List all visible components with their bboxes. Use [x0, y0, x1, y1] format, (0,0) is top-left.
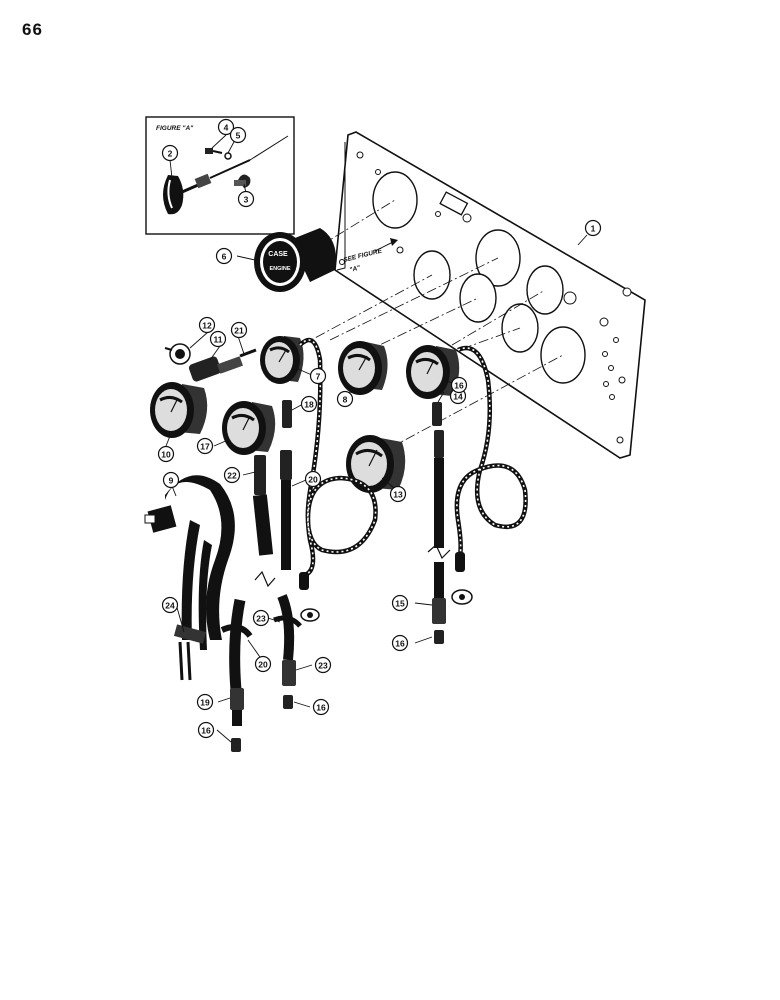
- callout-label: 3: [244, 195, 249, 205]
- callout-label: 2: [168, 149, 173, 159]
- callout-18: 18: [300, 395, 318, 413]
- callout-label: 23: [318, 661, 328, 671]
- callout-13: 13: [389, 485, 407, 503]
- callout-label: 6: [222, 252, 227, 262]
- knob-icon: [163, 175, 184, 215]
- hour-meter: CASE ENGINE: [254, 228, 336, 292]
- switch-assembly: [164, 343, 257, 382]
- callout-6: 6: [215, 247, 233, 265]
- callout-20: 20: [254, 655, 272, 673]
- hose-20-upper: [280, 400, 292, 570]
- callout-label: 16: [316, 703, 326, 713]
- callout-16: 16: [450, 376, 468, 394]
- callout-label: 16: [395, 639, 405, 649]
- callout-label: 16: [454, 381, 464, 391]
- callout-16: 16: [197, 721, 215, 739]
- callout-label: 21: [234, 326, 244, 336]
- callout-label: 11: [214, 335, 223, 345]
- callout-label: 4: [224, 123, 229, 133]
- hose-15: [427, 402, 451, 644]
- callout-17: 17: [196, 437, 214, 455]
- wiring-harness: [144, 475, 235, 681]
- callout-5: 5: [229, 126, 247, 144]
- callout-11: 11: [209, 330, 227, 348]
- capillary-tube-right: [451, 345, 528, 605]
- leader-lines: [165, 134, 588, 743]
- svg-text:CASE: CASE: [268, 251, 288, 258]
- callout-15: 15: [391, 594, 409, 612]
- hose-23-upper: [252, 455, 274, 556]
- callout-label: 20: [308, 475, 318, 485]
- hose-23-lower: [273, 594, 302, 709]
- svg-text:ENGINE: ENGINE: [269, 266, 290, 272]
- callout-label: 5: [236, 131, 241, 141]
- callout-label: 1: [591, 224, 596, 234]
- page-number: 66: [22, 20, 43, 39]
- callout-9: 9: [162, 471, 180, 489]
- callout-label: 17: [200, 442, 210, 452]
- callout-label: 12: [202, 321, 212, 331]
- callout-label: 9: [169, 476, 174, 486]
- callout-label: 13: [393, 490, 403, 500]
- callout-16: 16: [312, 698, 330, 716]
- callout-23: 23: [314, 656, 332, 674]
- callout-label: 16: [201, 726, 211, 736]
- callout-label: 14: [453, 392, 463, 402]
- callout-16: 16: [391, 634, 409, 652]
- callout-label: 10: [161, 450, 171, 460]
- figure-a-inset: FIGURE "A": [145, 116, 295, 235]
- svg-text:"A": "A": [349, 264, 362, 274]
- callout-group: 1234567891011121314151616161617181920202…: [157, 118, 602, 739]
- callout-12: 12: [198, 316, 216, 334]
- callout-24: 24: [161, 596, 179, 614]
- callout-7: 7: [309, 367, 327, 385]
- callout-8: 8: [336, 390, 354, 408]
- callout-4: 4: [217, 118, 235, 136]
- figure-a-label: FIGURE "A": [156, 125, 194, 132]
- callout-label: 8: [343, 395, 348, 405]
- callout-label: 22: [227, 471, 237, 481]
- alignment-lines: [299, 199, 564, 449]
- callout-label: 19: [200, 698, 210, 708]
- callout-label: 7: [316, 372, 321, 382]
- callout-21: 21: [230, 321, 248, 339]
- gauge-7: [260, 336, 304, 384]
- instrument-panel-plate: [334, 131, 646, 459]
- gauge-13: [346, 435, 406, 493]
- gauge-18: [222, 401, 276, 455]
- callout-label: 18: [304, 400, 314, 410]
- gauge-8: [338, 341, 388, 395]
- callout-20: 20: [304, 470, 322, 488]
- gauge-17: [406, 345, 460, 399]
- callout-label: 23: [256, 614, 266, 624]
- callout-10: 10: [157, 445, 175, 463]
- callout-label: 24: [165, 601, 175, 611]
- callout-1: 1: [584, 219, 602, 237]
- callout-3: 3: [237, 190, 255, 208]
- callout-label: 20: [258, 660, 268, 670]
- callout-2: 2: [161, 144, 179, 162]
- gauge-10: [150, 382, 208, 438]
- hose-21: [220, 598, 253, 752]
- callout-22: 22: [223, 466, 241, 484]
- callout-label: 15: [395, 599, 405, 609]
- callout-19: 19: [196, 693, 214, 711]
- callout-23: 23: [252, 609, 270, 627]
